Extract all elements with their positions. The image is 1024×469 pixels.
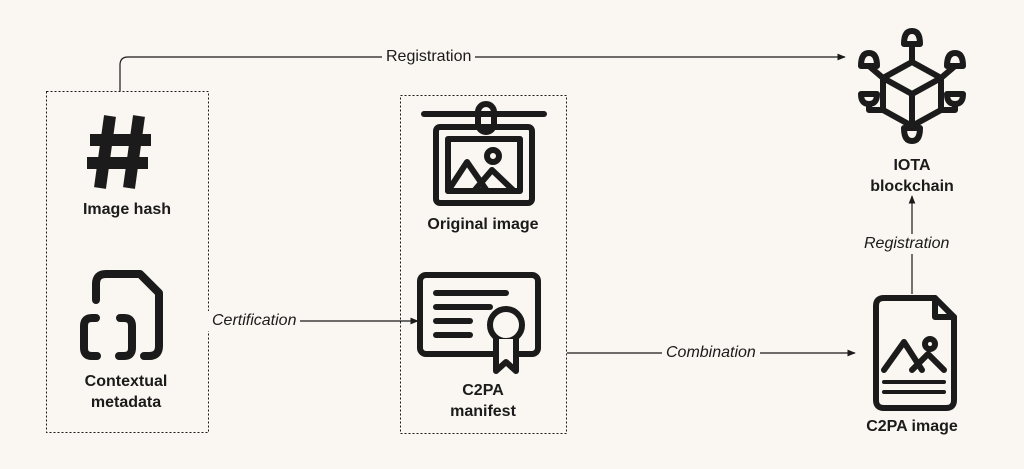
c2pa-image-label: C2PA image	[866, 418, 958, 435]
image-file-icon	[873, 295, 957, 411]
hanging-picture-icon	[421, 101, 547, 206]
blockchain-icon	[858, 28, 966, 144]
registration-top-line	[119, 53, 846, 91]
image-hash-label: Image hash	[82, 201, 172, 218]
document-icon	[80, 270, 163, 360]
certificate-icon	[417, 272, 541, 374]
iota-blockchain-label: IOTA blockchain	[870, 157, 954, 195]
registration-right-label: Registration	[860, 234, 954, 254]
left-group-box	[46, 91, 209, 433]
combination-label: Combination	[662, 343, 760, 363]
registration-top-label: Registration	[382, 47, 476, 67]
certification-label: Certification	[208, 311, 301, 331]
c2pa-manifest-label: C2PA manifest	[450, 382, 516, 420]
contextual-metadata-label: Contextual metadata	[84, 373, 168, 411]
hash-icon	[87, 115, 151, 189]
original-image-label: Original image	[427, 216, 539, 233]
